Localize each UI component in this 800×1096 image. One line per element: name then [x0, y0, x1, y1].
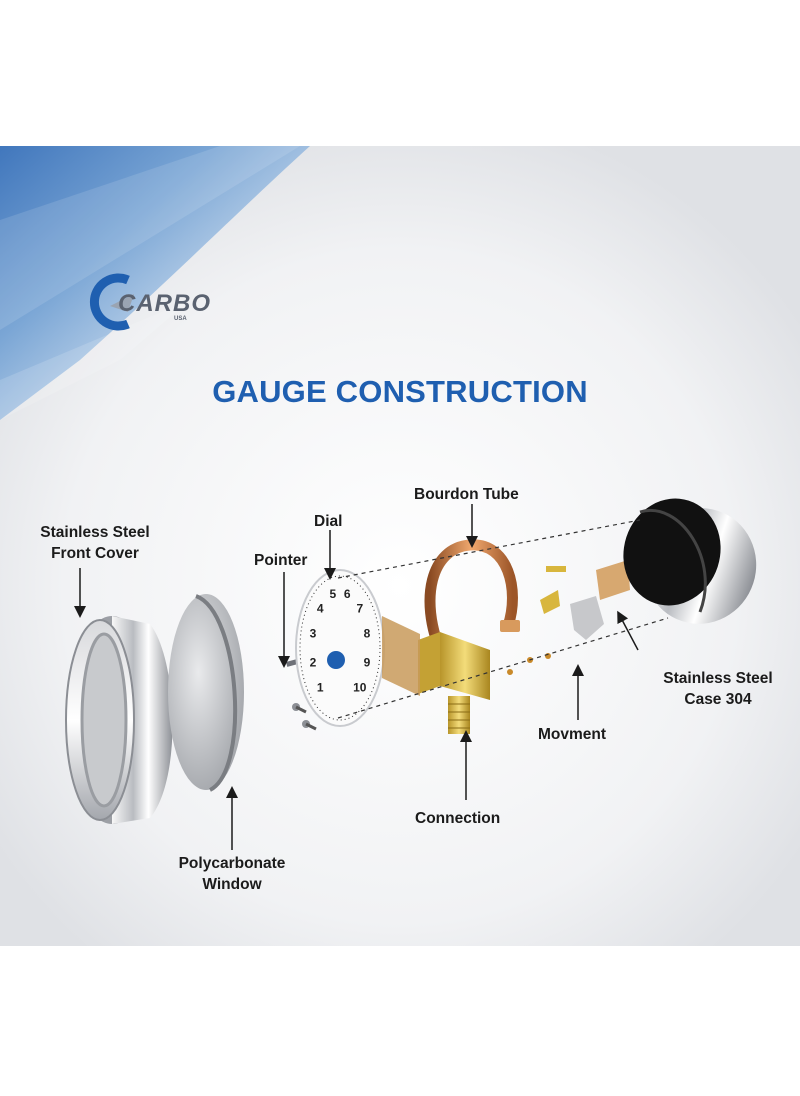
window-part	[168, 594, 244, 792]
case-part	[623, 498, 757, 624]
exploded-guides	[337, 519, 669, 719]
carbo-logo-mark-icon	[89, 273, 134, 331]
label-front-cover: Stainless Steel Front Cover	[10, 522, 180, 564]
front-cover-part	[65, 616, 173, 824]
label-dial: Dial	[314, 513, 343, 530]
dial-number: 2	[310, 656, 317, 670]
callout-arrows	[74, 504, 639, 850]
dial-number: 3	[310, 627, 317, 641]
carbo-logo: CARBO USA	[88, 272, 238, 352]
label-bourdon-tube: Bourdon Tube	[414, 486, 519, 503]
dial-number: 7	[356, 601, 363, 615]
socket-part	[382, 616, 490, 734]
logo-name: CARBO	[118, 290, 211, 317]
logo-sub: USA	[174, 316, 187, 322]
dial-number: 5	[329, 587, 336, 601]
label-pointer: Pointer	[254, 552, 308, 569]
dial-number: 6	[344, 587, 351, 601]
label-window-text: Polycarbonate Window	[178, 855, 286, 893]
dial-number: 9	[364, 656, 371, 670]
label-case-text: Stainless Steel Case 304	[663, 670, 773, 708]
label-window: Polycarbonate Window	[152, 853, 312, 895]
dial-number: 1	[317, 681, 324, 695]
movement-part	[507, 560, 630, 675]
label-case: Stainless Steel Case 304	[648, 668, 788, 710]
dial-number: 4	[317, 601, 324, 615]
dial-number: 8	[364, 627, 371, 641]
label-front-cover-text: Stainless Steel Front Cover	[40, 524, 150, 562]
page-title: GAUGE CONSTRUCTION	[212, 374, 588, 409]
label-connection: Connection	[415, 810, 501, 827]
label-movement: Movment	[538, 726, 607, 743]
dial-number: 10	[353, 681, 367, 695]
